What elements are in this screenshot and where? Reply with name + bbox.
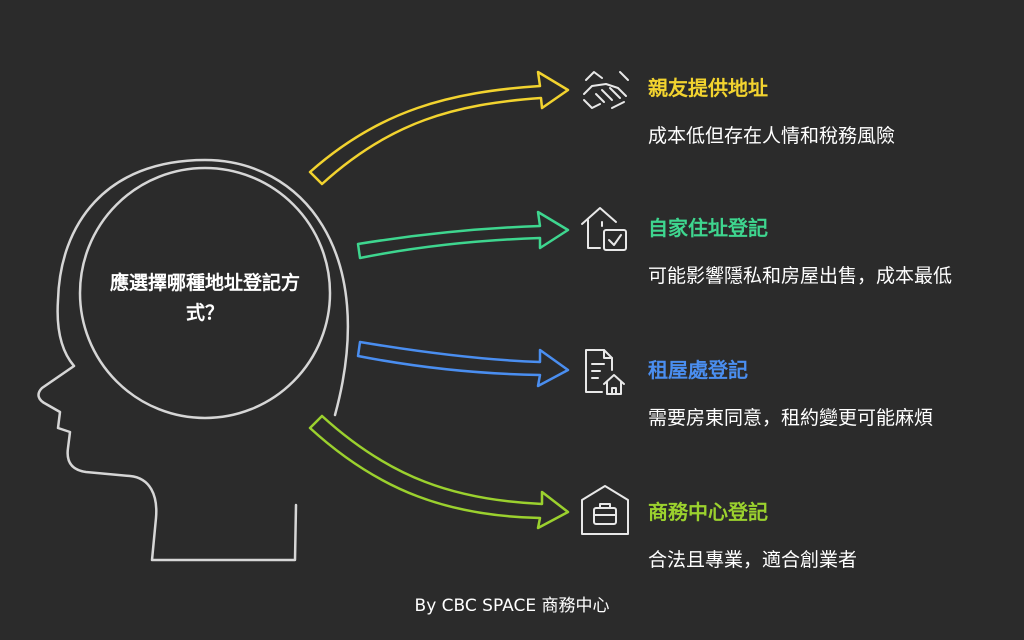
briefcase-building-icon (581, 485, 629, 535)
arrow-rental (356, 340, 570, 388)
arrow-friends (308, 70, 570, 186)
option-rental-title: 租屋處登記 (648, 358, 748, 382)
handshake-icon (583, 71, 629, 109)
home-check-icon (581, 207, 627, 251)
thought-circle (78, 166, 332, 420)
footer-credit: By CBC SPACE 商務中心 (414, 596, 610, 616)
option-rental-desc: 需要房東同意，租約變更可能麻煩 (648, 407, 934, 429)
arrow-business (308, 414, 570, 530)
head-silhouette (37, 158, 350, 562)
option-friends-title: 親友提供地址 (648, 76, 768, 100)
option-business-title: 商務中心登記 (648, 500, 768, 524)
option-home-title: 自家住址登記 (648, 216, 768, 240)
option-home-desc: 可能影響隱私和房屋出售，成本最低 (648, 265, 953, 287)
option-business-desc: 合法且專業，適合創業者 (648, 549, 858, 571)
rental-document-icon (585, 349, 625, 395)
arrow-home (356, 210, 570, 260)
option-friends-desc: 成本低但存在人情和稅務風險 (648, 125, 896, 147)
center-question: 應選擇哪種地址登記方式？ (109, 272, 300, 324)
